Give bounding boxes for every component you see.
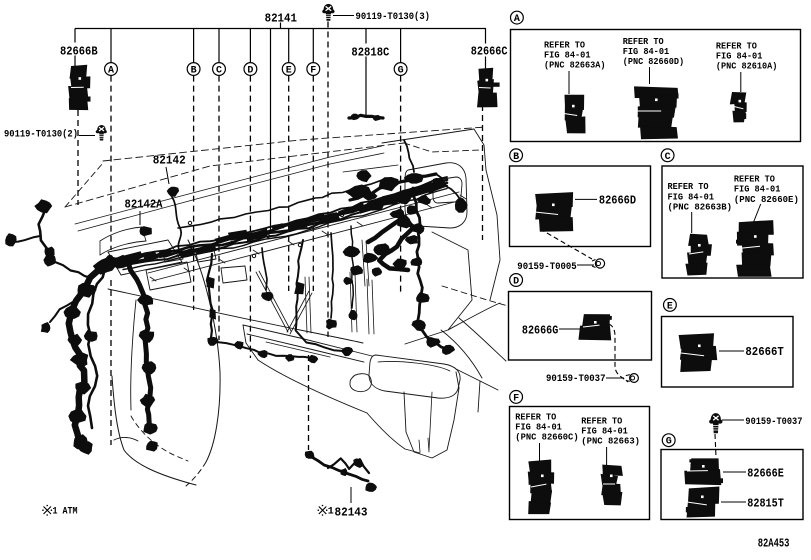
svg-text:E: E — [667, 301, 673, 312]
svg-text:REFER TO: REFER TO — [668, 182, 710, 192]
svg-text:C: C — [216, 66, 222, 77]
svg-text:(PNC 82663): (PNC 82663) — [581, 437, 640, 447]
svg-text:B: B — [513, 152, 519, 163]
svg-text:FIG 84-01: FIG 84-01 — [734, 185, 781, 195]
svg-text:82666D: 82666D — [599, 193, 636, 207]
svg-text:1 ATM: 1 ATM — [53, 507, 78, 518]
svg-text:90119-T0130(3): 90119-T0130(3) — [356, 11, 431, 23]
svg-text:REFER TO: REFER TO — [716, 41, 758, 51]
svg-text:F: F — [310, 66, 316, 77]
svg-text:90119-T0130(2): 90119-T0130(2) — [4, 129, 78, 141]
svg-text:REFER TO: REFER TO — [515, 412, 557, 422]
svg-text:82666T: 82666T — [745, 345, 783, 359]
svg-text:FIG 84-01: FIG 84-01 — [581, 427, 628, 437]
svg-text:82143: 82143 — [335, 506, 368, 520]
svg-text:82141: 82141 — [265, 12, 297, 26]
svg-text:G: G — [666, 437, 672, 448]
svg-text:82666C: 82666C — [471, 45, 508, 59]
svg-text:90159-T0005: 90159-T0005 — [517, 262, 576, 273]
svg-text:90159-T0037: 90159-T0037 — [546, 374, 606, 385]
svg-text:(PNC 82660C): (PNC 82660C) — [515, 433, 578, 443]
svg-text:REFER TO: REFER TO — [734, 175, 776, 185]
svg-text:(PNC 82663A): (PNC 82663A) — [544, 61, 606, 71]
svg-text:82666G: 82666G — [522, 323, 558, 337]
svg-text:(PNC 82660E): (PNC 82660E) — [734, 195, 799, 205]
svg-text:82A453: 82A453 — [758, 536, 790, 550]
svg-text:(PNC 82663B): (PNC 82663B) — [668, 203, 733, 213]
svg-text:G: G — [398, 66, 404, 77]
svg-text:D: D — [513, 277, 519, 288]
svg-text:A: A — [514, 14, 520, 25]
svg-text:82666E: 82666E — [747, 467, 784, 481]
svg-text:(PNC 82610A): (PNC 82610A) — [716, 62, 778, 72]
svg-text:(PNC 82660D): (PNC 82660D) — [623, 57, 685, 67]
svg-text:E: E — [286, 66, 292, 77]
svg-text:A: A — [108, 66, 114, 77]
svg-text:1: 1 — [328, 507, 334, 518]
svg-text:82142: 82142 — [153, 153, 186, 167]
svg-text:F: F — [513, 393, 519, 404]
svg-text:90159-T0037: 90159-T0037 — [745, 417, 802, 428]
svg-text:FIG 84-01: FIG 84-01 — [515, 423, 562, 433]
svg-text:82815T: 82815T — [747, 497, 784, 511]
svg-text:FIG 84-01: FIG 84-01 — [544, 51, 591, 61]
svg-text:82666B: 82666B — [60, 44, 98, 58]
svg-text:C: C — [665, 152, 671, 163]
svg-text:REFER TO: REFER TO — [623, 37, 665, 47]
svg-text:REFER TO: REFER TO — [581, 416, 623, 426]
svg-text:REFER TO: REFER TO — [544, 40, 586, 50]
svg-text:B: B — [191, 66, 197, 77]
svg-text:D: D — [247, 66, 253, 77]
svg-text:82818C: 82818C — [351, 46, 389, 60]
svg-text:FIG 84-01: FIG 84-01 — [716, 52, 763, 62]
svg-text:FIG 84-01: FIG 84-01 — [668, 192, 715, 202]
svg-text:FIG 84-01: FIG 84-01 — [623, 47, 670, 57]
